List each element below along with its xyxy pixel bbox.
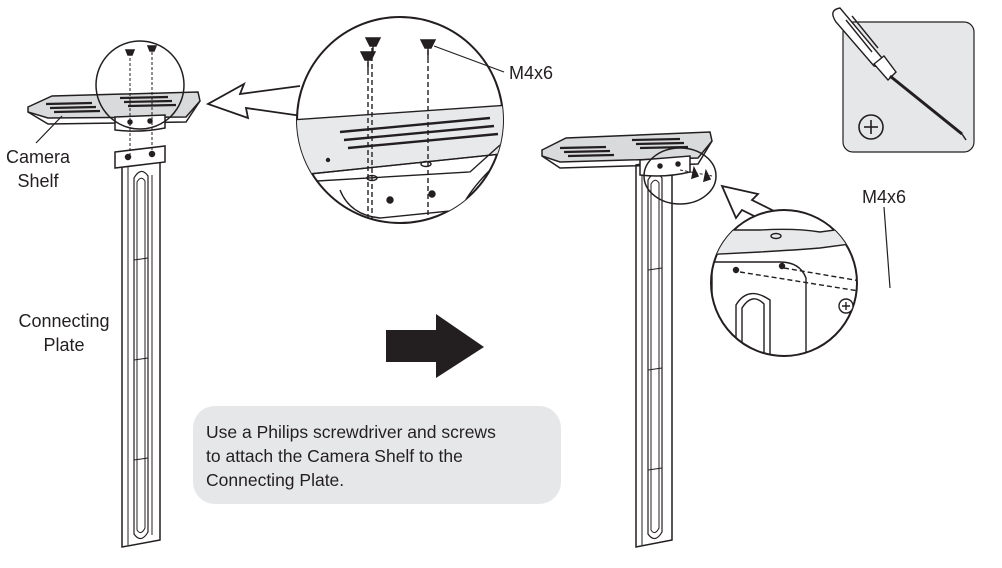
zoom-circle-right-small — [643, 147, 717, 205]
phillips-screwdriver-icon — [832, 7, 975, 153]
left-assembly — [27, 40, 201, 548]
instruction-line-3: Connecting Plate. — [206, 470, 345, 490]
phillips-head-symbol — [858, 114, 884, 140]
zoom-circle-left — [95, 40, 185, 130]
screws-right — [679, 165, 713, 183]
camera-shelf-right — [541, 131, 713, 177]
screws-left — [124, 45, 158, 158]
screw-size-label-top: M4x6 — [509, 63, 554, 83]
camera-shelf-label-line2: Shelf — [17, 171, 59, 191]
instruction-note — [193, 406, 561, 504]
connecting-plate-left — [114, 145, 166, 548]
connecting-plate-right — [635, 157, 673, 548]
connecting-plate-label-line2: Plate — [43, 335, 85, 355]
instruction-line-1: Use a Philips screwdriver and screws — [206, 422, 496, 442]
zoom-circle-top — [296, 16, 505, 224]
instruction-line-2: to attach the Camera Shelf to the — [206, 446, 463, 466]
right-assembly — [541, 131, 717, 548]
callout-arrow-left — [205, 81, 303, 120]
camera-shelf-label-line1: Camera — [5, 147, 71, 167]
zoom-circle-right — [710, 206, 891, 357]
right-arrow-icon — [386, 314, 484, 378]
screw-size-label-right: M4x6 — [862, 187, 907, 207]
connecting-plate-label-line1: Connecting — [18, 311, 110, 331]
